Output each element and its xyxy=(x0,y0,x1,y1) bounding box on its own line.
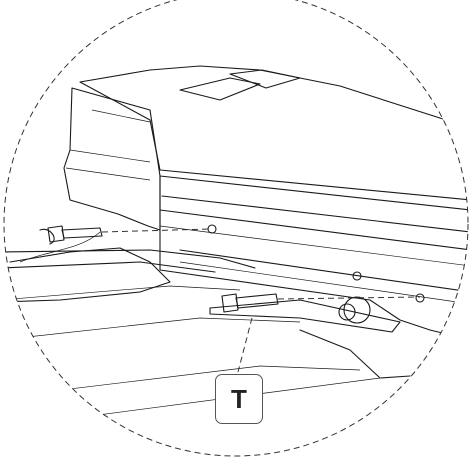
bolt-left xyxy=(19,225,103,263)
bolt-right xyxy=(221,293,279,313)
detail-view-content xyxy=(4,65,468,421)
detail-circle-outline xyxy=(3,0,469,457)
callout-label: T xyxy=(231,383,247,414)
fabric-sheet xyxy=(4,247,171,303)
housing-assembly xyxy=(63,65,468,341)
insertion-guide-right xyxy=(277,296,421,300)
base-plate xyxy=(4,249,411,421)
callout-leader xyxy=(237,317,253,373)
callout-label-box: T xyxy=(215,374,263,424)
insertion-guide-left xyxy=(101,228,211,233)
